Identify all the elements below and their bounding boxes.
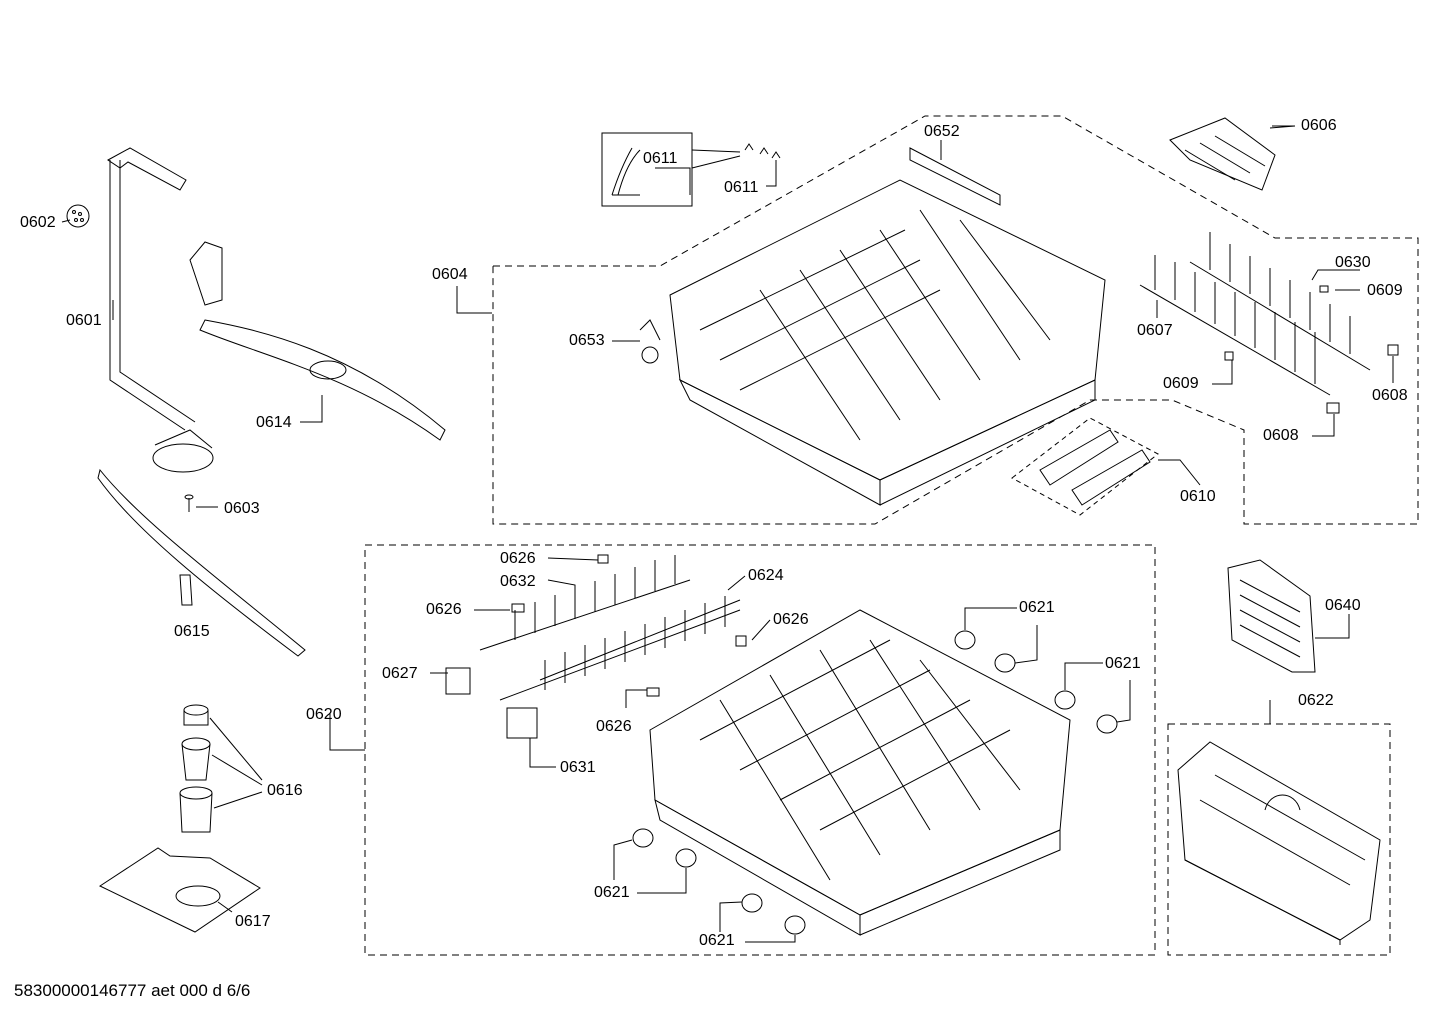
part-label-0602: 0602 [20, 214, 56, 231]
cutlery-basket-group-outline [1168, 724, 1390, 955]
part-label-0620: 0620 [306, 706, 342, 723]
part-label-0621-d: 0621 [699, 932, 735, 949]
part-label-0627: 0627 [382, 665, 418, 682]
tine-row-top-drawing [1170, 118, 1295, 190]
part-label-0614: 0614 [256, 414, 292, 431]
drawing-reference-footer: 58300000146777 aet 000 d 6/6 [14, 981, 251, 1000]
part-label-0610: 0610 [1180, 488, 1216, 505]
part-label-0604: 0604 [432, 266, 468, 283]
part-label-0631: 0631 [560, 759, 596, 776]
cutlery-basket-drawing [1178, 742, 1380, 945]
part-label-0622: 0622 [1298, 692, 1334, 709]
part-label-0611-inset: 0611 [643, 150, 678, 167]
part-label-0626-bottom: 0626 [596, 718, 632, 735]
upper-spray-arm-drawing [190, 242, 445, 440]
part-label-0652: 0652 [924, 123, 960, 140]
part-label-0653: 0653 [569, 332, 605, 349]
part-label-0606: 0606 [1301, 117, 1337, 134]
part-label-0630: 0630 [1335, 254, 1371, 271]
part-label-0626-left: 0626 [426, 601, 462, 618]
part-label-0615: 0615 [174, 623, 210, 640]
screw-drawing [185, 495, 218, 512]
clip-inset-box [602, 133, 780, 206]
part-label-0621-a: 0621 [1019, 599, 1055, 616]
part-label-0624: 0624 [748, 567, 784, 584]
leader-lines [62, 126, 1393, 942]
upper-rack-group-outline [493, 116, 1418, 524]
part-label-0626-right: 0626 [773, 611, 809, 628]
part-label-0601: 0601 [66, 312, 102, 329]
handle-group-outline [1012, 418, 1158, 515]
part-label-0603: 0603 [224, 500, 260, 517]
part-label-0607: 0607 [1137, 322, 1173, 339]
part-label-0609-left: 0609 [1163, 375, 1199, 392]
lower-tine-rows-drawing [446, 555, 740, 738]
part-label-0621-b: 0621 [1105, 655, 1141, 672]
basket-insert-drawing [1228, 560, 1315, 672]
lower-spray-arm-drawing [98, 470, 305, 656]
part-label-0611: 0611 [724, 179, 759, 196]
part-label-0616: 0616 [267, 782, 303, 799]
part-label-0632: 0632 [500, 573, 536, 590]
filter-plate-drawing [100, 848, 260, 932]
part-label-0626-top: 0626 [500, 550, 536, 567]
spray-pipe-drawing [108, 148, 213, 472]
handle-drawing [1040, 430, 1150, 505]
filter-drawing [180, 705, 262, 832]
upper-rack-drawing [640, 148, 1105, 505]
lower-rack-drawing [650, 610, 1070, 935]
part-label-0621-c: 0621 [594, 884, 630, 901]
nozzle-drawing [67, 205, 89, 227]
part-label-0640: 0640 [1325, 597, 1361, 614]
wheels-drawing [633, 631, 1117, 934]
part-label-0609-right: 0609 [1367, 282, 1403, 299]
plate-rack-drawing [1140, 232, 1398, 413]
part-label-0608-left: 0608 [1263, 427, 1299, 444]
part-label-0608-right: 0608 [1372, 387, 1408, 404]
small-clips-drawing [512, 555, 746, 696]
part-label-0617: 0617 [235, 913, 271, 930]
